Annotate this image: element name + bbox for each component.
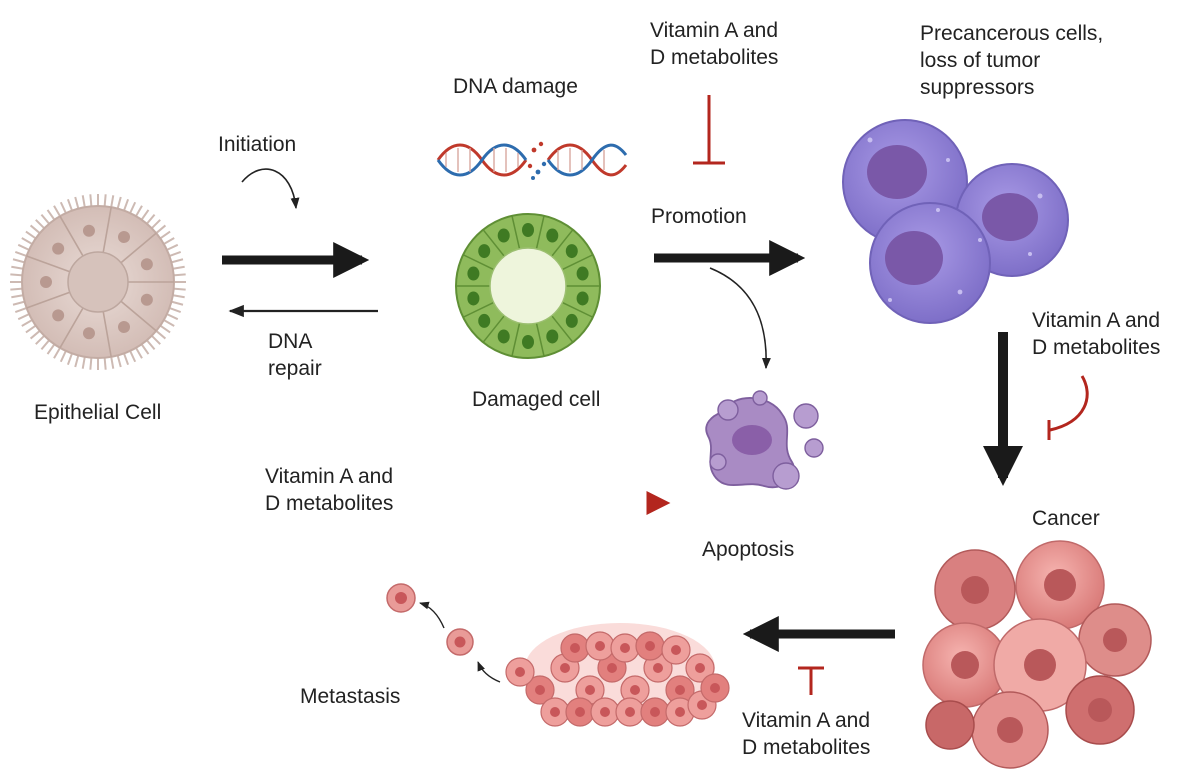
apoptosis-curve-arrow — [709, 267, 771, 370]
vitamin-left-line-2: D metabolites — [265, 492, 394, 515]
damaged-cell-label: Damaged cell — [472, 388, 601, 411]
inhibit-metastasis-symbol — [798, 666, 824, 695]
damaged-cell-illustration — [455, 213, 601, 359]
vitamin-right-line-2: D metabolites — [1032, 336, 1161, 359]
vitamin-top-line-2: D metabolites — [650, 46, 779, 69]
vitamin-label-bottom: Vitamin A and D metabolites — [742, 707, 870, 761]
precancerous-label: Precancerous cells, loss of tumor suppre… — [920, 20, 1103, 101]
vitamin-right-line-1: Vitamin A and — [1032, 309, 1161, 332]
vitamin-label-left: Vitamin A and D metabolites — [265, 463, 393, 517]
apoptosis-label: Apoptosis — [702, 538, 795, 561]
dna-helix-illustration — [436, 141, 628, 180]
dna-repair-line-2: repair — [268, 357, 322, 380]
initiation-curve-arrow — [241, 168, 300, 210]
vitamin-left-line-1: Vitamin A and — [265, 465, 394, 488]
precancerous-line-2: loss of tumor — [920, 49, 1041, 72]
epithelial-cell-label: Epithelial Cell — [34, 401, 162, 424]
vitamin-label-top: Vitamin A and D metabolites — [650, 17, 778, 71]
metastasis-label: Metastasis — [300, 685, 401, 708]
vitamin-top-line-1: Vitamin A and — [650, 19, 779, 42]
vitamin-bottom-line-1: Vitamin A and — [742, 709, 871, 732]
dna-repair-label: DNA repair — [268, 328, 322, 382]
vitamin-label-right: Vitamin A and D metabolites — [1032, 307, 1160, 361]
cancer-illustration — [922, 540, 1152, 769]
initiation-label: Initiation — [218, 133, 297, 156]
vitamin-bottom-line-2: D metabolites — [742, 736, 871, 759]
dna-repair-line-1: DNA — [268, 330, 313, 353]
dna-damage-label: DNA damage — [453, 75, 578, 98]
inhibit-promotion-symbol — [693, 95, 725, 165]
cancer-label: Cancer — [1032, 507, 1100, 530]
metastasis-illustration — [386, 583, 730, 727]
precancerous-line-3: suppressors — [920, 76, 1035, 99]
apoptosis-illustration — [705, 390, 824, 490]
epithelial-cell-illustration — [10, 194, 186, 370]
precancerous-cells-illustration — [842, 119, 1069, 324]
precancerous-line-1: Precancerous cells, — [920, 22, 1104, 45]
promotion-label: Promotion — [651, 205, 747, 228]
inhibit-progression-symbol — [1047, 375, 1089, 440]
